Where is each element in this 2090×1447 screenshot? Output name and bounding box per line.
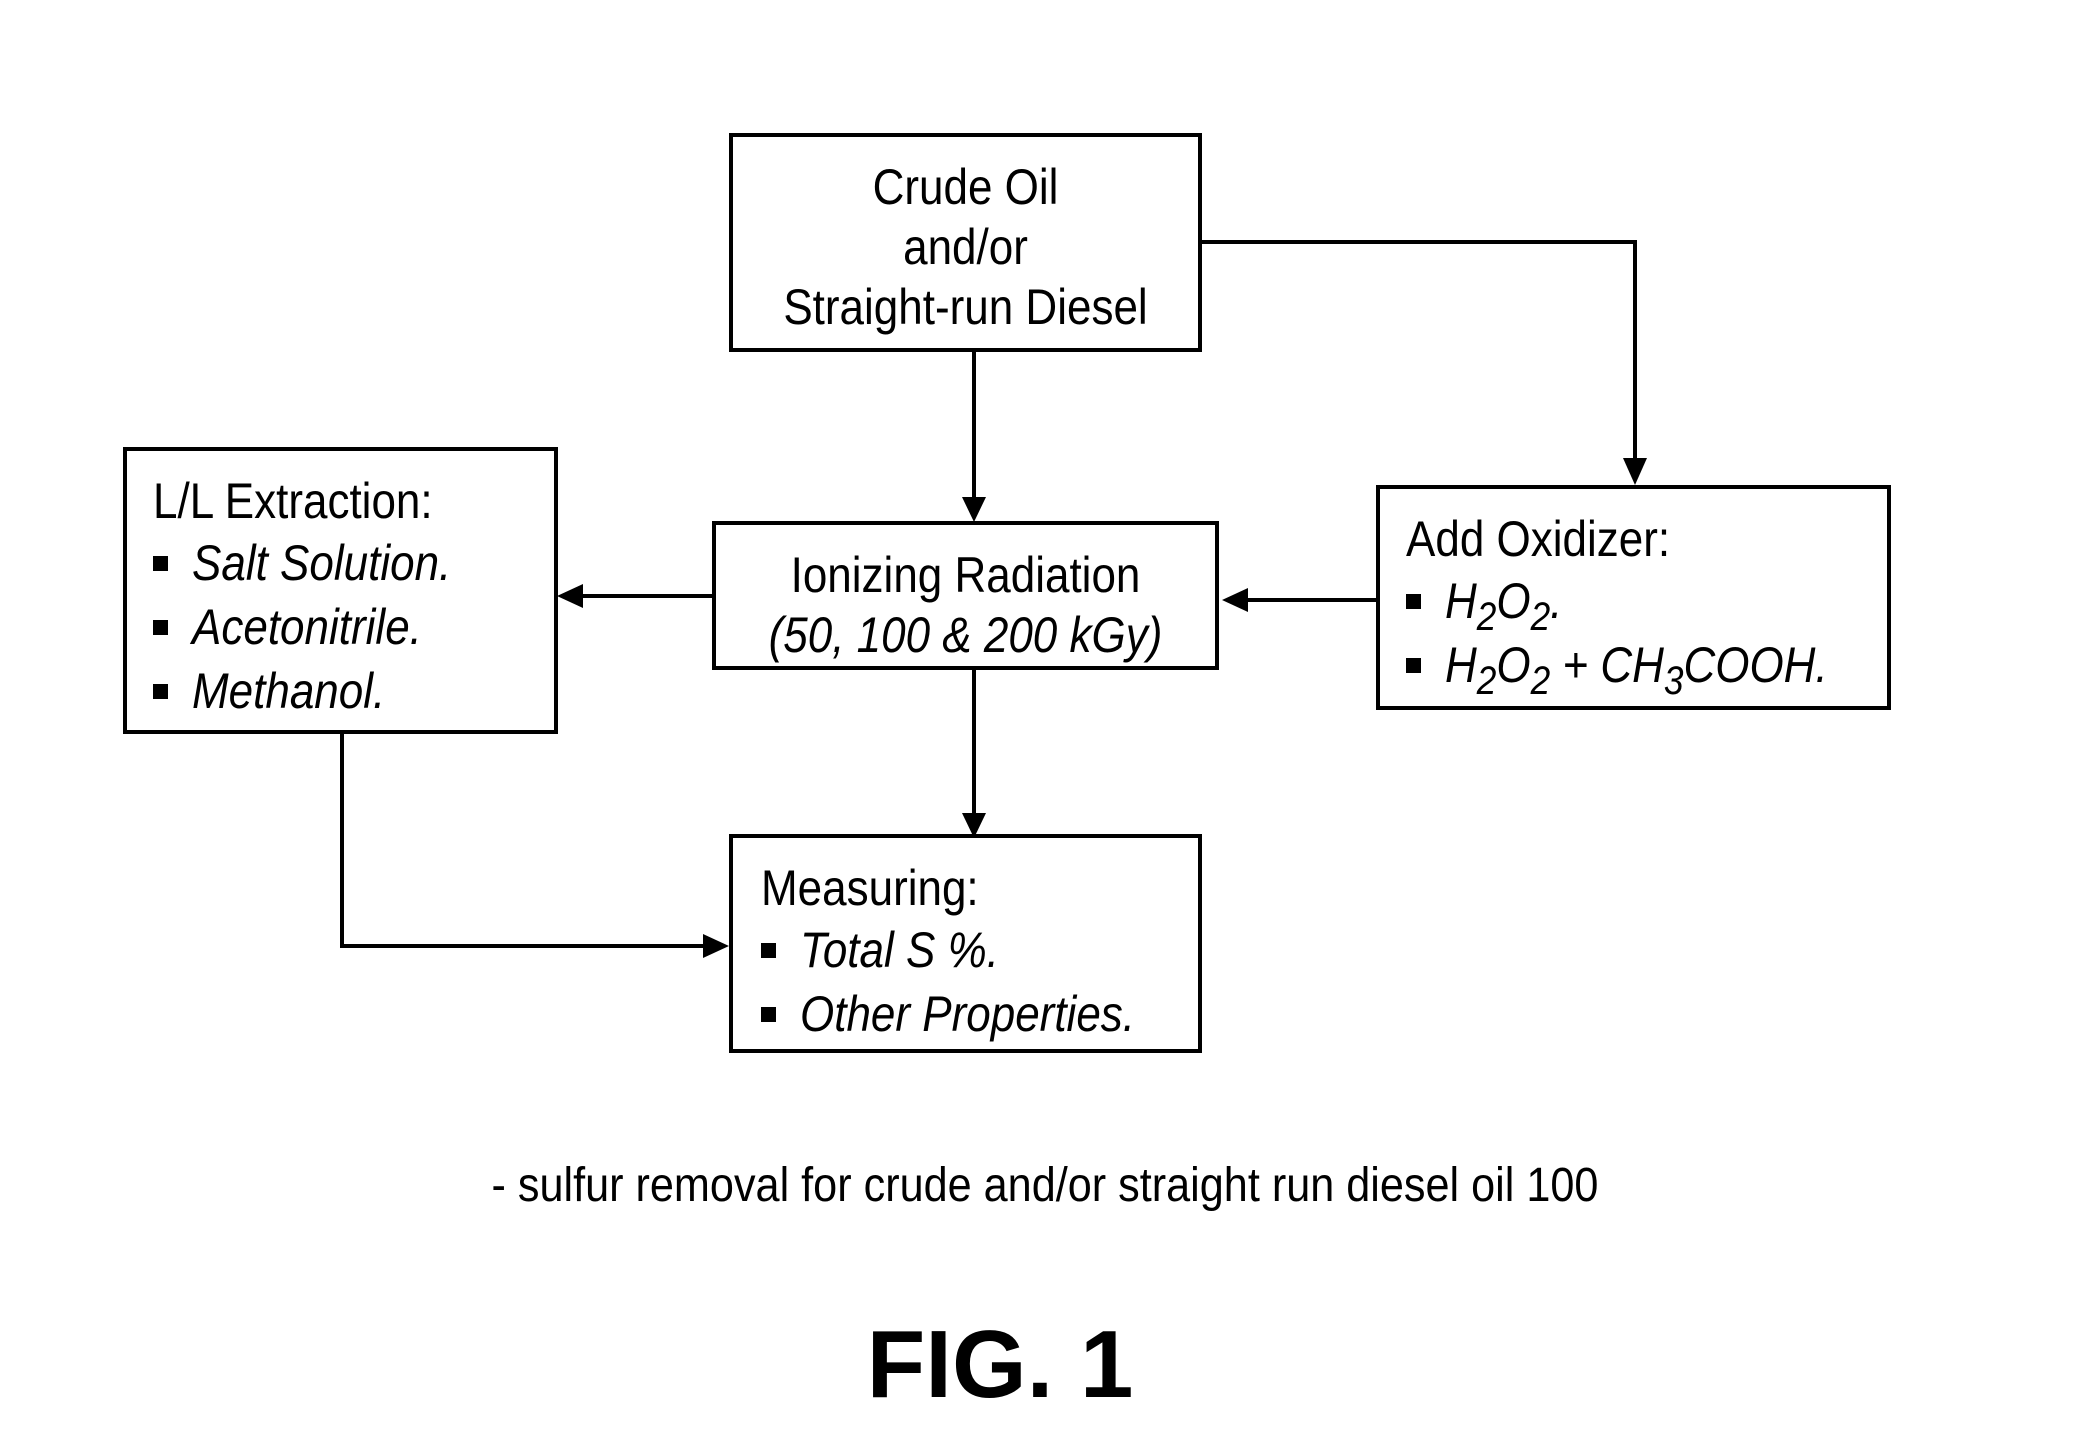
oxidizer-item-h2o2: H2O2. bbox=[1406, 569, 1887, 633]
bullet-icon bbox=[153, 684, 168, 699]
arrowhead-radiation-to-extraction bbox=[557, 584, 583, 608]
extraction-item-salt: Salt Solution. bbox=[153, 531, 554, 595]
radiation-dose: (50, 100 & 200 kGy) bbox=[746, 605, 1185, 665]
radiation-box: Ionizing Radiation (50, 100 & 200 kGy) bbox=[712, 521, 1219, 670]
figure-label: FIG. 1 bbox=[0, 1310, 2000, 1420]
extraction-item-methanol: Methanol. bbox=[153, 659, 554, 723]
source-line-3: Straight-run Diesel bbox=[761, 277, 1170, 337]
bullet-icon bbox=[153, 620, 168, 635]
radiation-title: Ionizing Radiation bbox=[746, 545, 1185, 605]
extraction-title: L/L Extraction: bbox=[153, 471, 506, 531]
bullet-icon bbox=[761, 943, 776, 958]
bullet-icon bbox=[153, 556, 168, 571]
arrowhead-source-to-radiation bbox=[962, 497, 986, 522]
arrow-source-to-oxidizer bbox=[1200, 242, 1635, 460]
source-box: Crude Oil and/or Straight-run Diesel bbox=[729, 133, 1202, 352]
measuring-title: Measuring: bbox=[761, 858, 1146, 918]
bullet-icon bbox=[761, 1007, 776, 1022]
bullet-icon bbox=[1406, 594, 1421, 609]
figure-caption-text: - sulfur removal for crude and/or straig… bbox=[492, 1158, 1599, 1214]
oxidizer-item-h2o2-acetic: H2O2 + CH3COOH. bbox=[1406, 633, 1887, 697]
arrow-extraction-to-measuring bbox=[342, 732, 705, 946]
source-line-1: Crude Oil bbox=[761, 157, 1170, 217]
measuring-box: Measuring: Total S %. Other Properties. bbox=[729, 834, 1202, 1053]
figure-caption: - sulfur removal for crude and/or straig… bbox=[0, 1158, 2090, 1214]
oxidizer-title: Add Oxidizer: bbox=[1406, 509, 1829, 569]
oxidizer-box: Add Oxidizer: H2O2. H2O2 + CH3COOH. bbox=[1376, 485, 1891, 710]
extraction-item-acetonitrile: Acetonitrile. bbox=[153, 595, 554, 659]
arrowhead-oxidizer-to-radiation bbox=[1222, 588, 1248, 612]
arrowhead-source-to-oxidizer bbox=[1623, 458, 1647, 485]
arrowhead-extraction-to-measuring bbox=[703, 934, 729, 958]
measuring-item-total-s: Total S %. bbox=[761, 918, 1198, 982]
measuring-item-other: Other Properties. bbox=[761, 982, 1198, 1046]
extraction-box: L/L Extraction: Salt Solution. Acetonitr… bbox=[123, 447, 558, 734]
source-line-2: and/or bbox=[761, 217, 1170, 277]
bullet-icon bbox=[1406, 658, 1421, 673]
